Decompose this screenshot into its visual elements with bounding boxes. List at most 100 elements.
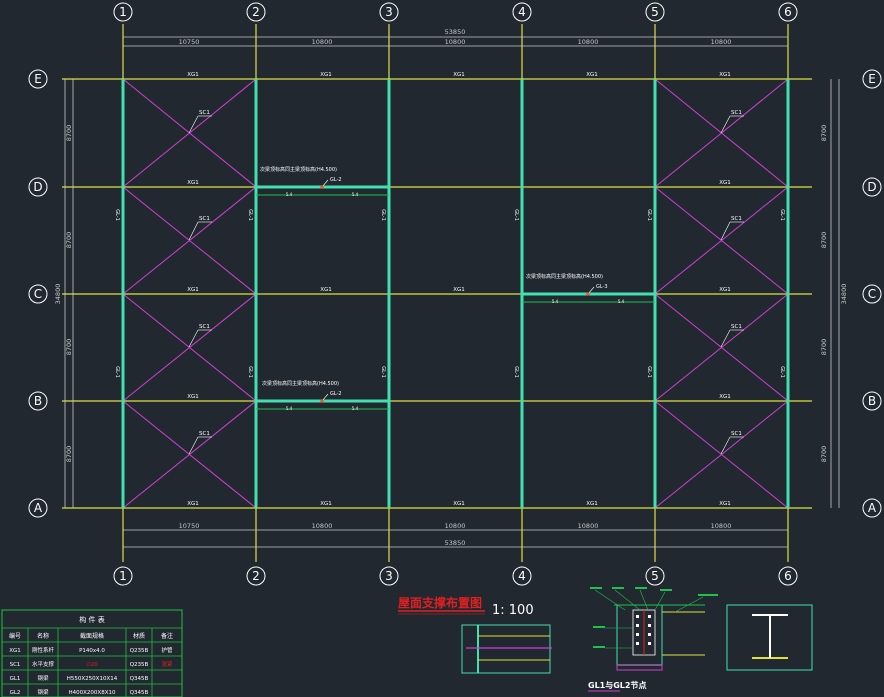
roof-bracing — [122, 78, 789, 509]
sc1-label: SC1 — [731, 324, 742, 330]
dim-right-span-3: 8700 — [820, 339, 828, 356]
gl1-label: GL-1 — [646, 366, 652, 378]
gl1-label: GL-1 — [247, 209, 253, 221]
xg1-label: XG1 — [719, 287, 731, 293]
member-table-header: 名称 — [37, 632, 49, 640]
sc1-label: SC1 — [199, 110, 210, 116]
dim-left-span-2: 8700 — [65, 232, 73, 249]
column-axis-bubbles — [113, 2, 798, 586]
sc1-label: SC1 — [199, 216, 210, 222]
dimension-lines — [64, 36, 840, 548]
gl1-label: GL-1 — [380, 209, 386, 221]
dim-bottom-span-3: 10800 — [445, 522, 466, 530]
xg1-label: XG1 — [453, 287, 465, 293]
sc1-label: SC1 — [731, 431, 742, 437]
sc1-label: SC1 — [199, 324, 210, 330]
xg1-label: XG1 — [187, 72, 199, 78]
sc1-label: SC1 — [199, 431, 210, 437]
member-table-cell: 钢梁 — [37, 674, 49, 682]
sc1-label: SC1 — [731, 216, 742, 222]
member-table-cell: Q345B — [130, 690, 149, 696]
axis-left-A: A — [34, 501, 43, 515]
member-table-title: 构 件 表 — [79, 615, 104, 624]
member-table-cell: ∅20 — [86, 662, 98, 668]
member-table-header: 编号 — [9, 632, 21, 640]
gl1-label: GL-1 — [380, 366, 386, 378]
member-table-cell: H550X250X10X14 — [67, 676, 118, 682]
sc1-label: SC1 — [731, 110, 742, 116]
xg1-label: XG1 — [320, 72, 332, 78]
axis-left-E: E — [34, 72, 42, 86]
axis-top-1: 1 — [119, 5, 127, 19]
dim-right-total: 34800 — [840, 284, 848, 305]
connection-detail — [590, 587, 718, 671]
xg1-label: XG1 — [320, 287, 332, 293]
gl1-label: GL-1 — [114, 209, 120, 221]
beam-note: 次梁顶标高同主梁顶标高(H4.500) — [262, 380, 339, 387]
gl1-label: GL-1 — [513, 366, 519, 378]
member-table-cell: Q235B — [130, 648, 149, 654]
dim-top-span-1: 10750 — [179, 38, 200, 46]
member-table-cell: XG1 — [9, 648, 21, 654]
member-table-cell: P140x4.0 — [79, 648, 105, 654]
gl1-label: GL-1 — [779, 209, 785, 221]
axis-right-E: E — [868, 72, 876, 86]
axis-top-3: 3 — [385, 5, 393, 19]
beam-note: 次梁顶标高同主梁顶标高(H4.500) — [260, 166, 337, 173]
member-table-cell: GL1 — [10, 676, 21, 682]
axis-bottom-6: 6 — [784, 569, 792, 583]
axis-left-D: D — [33, 180, 42, 194]
axis-top-5: 5 — [651, 5, 659, 19]
dim-bottom-span-1: 10750 — [179, 522, 200, 530]
member-table-header: 截面规格 — [80, 632, 104, 640]
member-table-header: 材质 — [133, 632, 145, 640]
gl1-label: GL-1 — [646, 209, 652, 221]
member-table-cell: 钢梁 — [37, 688, 49, 696]
row-axis-bubbles — [28, 69, 882, 518]
dim-top-span-2: 10800 — [312, 38, 333, 46]
xg1-label: XG1 — [586, 72, 598, 78]
xg1-label: XG1 — [187, 394, 199, 400]
member-table: 构 件 表 编号 名称 截面规格 材质 备注 XG1 刚性系杆 P140x4.0… — [1, 609, 183, 697]
beam-tag: GL-2 — [330, 391, 342, 397]
axis-left-C: C — [34, 287, 42, 301]
xg1-label: XG1 — [719, 394, 731, 400]
xg1-label: XG1 — [453, 72, 465, 78]
member-table-cell: GL2 — [10, 690, 21, 696]
axis-bottom-5: 5 — [651, 569, 659, 583]
axis-top-6: 6 — [784, 5, 792, 19]
dim-top-span-3: 10800 — [445, 38, 466, 46]
axis-right-D: D — [867, 180, 876, 194]
member-table-cell: 张紧 — [161, 660, 173, 668]
dim-top-span-4: 10800 — [578, 38, 599, 46]
xg1-label: XG1 — [453, 501, 465, 507]
member-table-cell: H400X200X8X10 — [69, 690, 116, 696]
axis-bottom-2: 2 — [252, 569, 260, 583]
member-table-cell: 水平支撑 — [32, 660, 55, 668]
small-section-detail — [461, 624, 552, 674]
axis-top-4: 4 — [518, 5, 526, 19]
axis-top-2: 2 — [252, 5, 260, 19]
dim-bottom-total: 53850 — [445, 539, 466, 547]
xg1-label: XG1 — [719, 180, 731, 186]
drawing-title: 屋面支撑布置图 — [398, 595, 482, 610]
beam-note: 次梁顶标高同主梁顶标高(H4.500) — [526, 273, 603, 280]
beam-span-label: 5.4 — [286, 406, 293, 411]
xg1-label: XG1 — [187, 287, 199, 293]
gl1-label: GL-1 — [513, 209, 519, 221]
dim-left-total: 34800 — [54, 284, 62, 305]
dim-top-span-5: 10800 — [711, 38, 732, 46]
dim-left-span-4: 8700 — [65, 446, 73, 463]
axis-right-B: B — [868, 394, 876, 408]
dim-right-span-1: 8700 — [820, 125, 828, 142]
xg1-label: XG1 — [719, 72, 731, 78]
beam-tag: GL-2 — [330, 177, 342, 183]
dim-bottom-span-2: 10800 — [312, 522, 333, 530]
dim-right-span-2: 8700 — [820, 232, 828, 249]
beam-span-label: 5.4 — [352, 406, 359, 411]
xg1-label: XG1 — [320, 501, 332, 507]
xg1-label: XG1 — [586, 501, 598, 507]
beam-span-label: 5.4 — [286, 192, 293, 197]
dim-left-span-1: 8700 — [65, 125, 73, 142]
gl1-label: GL-1 — [779, 366, 785, 378]
